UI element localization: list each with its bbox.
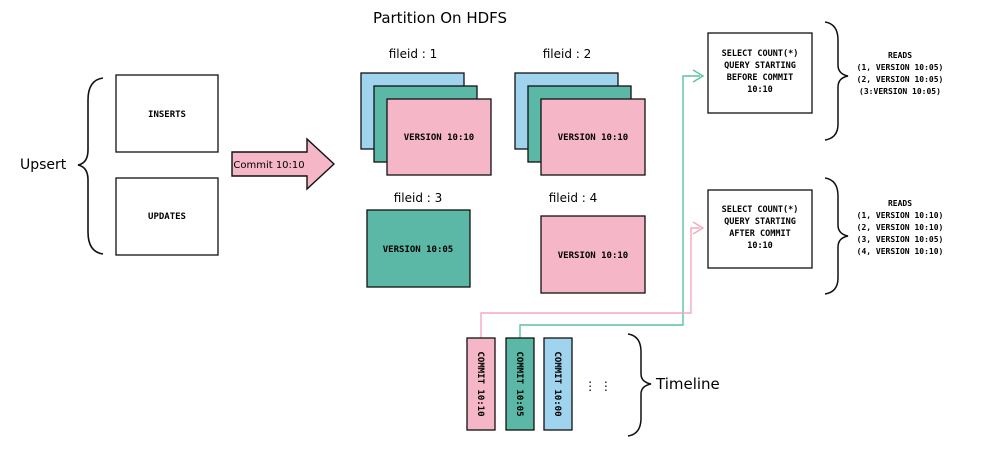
query-before-brace xyxy=(824,21,849,141)
query-before-line-2: QUERY STARTING xyxy=(724,61,796,71)
reads-before-item-1: (1, VERSION 10:05) xyxy=(857,63,944,72)
timeline-commit-10-10 xyxy=(466,337,496,431)
updates-label: UPDATES xyxy=(148,212,186,222)
reads-after-item-2: (2, VERSION 10:10) xyxy=(857,223,944,232)
upsert-label: Upsert xyxy=(20,157,67,173)
reads-after-title: READS xyxy=(888,199,912,208)
fileid-4-version-10-10 xyxy=(540,215,646,294)
teal-commit-connector xyxy=(519,75,700,338)
fileid-1-label: fileid : 1 xyxy=(389,47,438,61)
reads-before-title: READS xyxy=(888,51,912,60)
reads-after-item-4: (4, VERSION 10:10) xyxy=(857,247,944,256)
fileid-2-label: fileid : 2 xyxy=(543,47,592,61)
timeline-label: Timeline xyxy=(655,375,720,393)
query-before-line-3: BEFORE COMMIT xyxy=(727,73,794,83)
upsert-brace xyxy=(77,77,104,255)
reads-before-item-2: (2, VERSION 10:05) xyxy=(857,75,944,84)
timeline-commit-10-10-label: COMMIT 10:10 xyxy=(475,351,485,416)
commit-arrow xyxy=(231,137,336,191)
pink-commit-connector xyxy=(480,227,700,338)
timeline-commit-10-05 xyxy=(505,337,535,431)
reads-after-item-3: (3, VERSION 10:05) xyxy=(857,235,944,244)
timeline-commit-10-05-label: COMMIT 10:05 xyxy=(514,351,524,416)
reads-after-item-1: (1, VERSION 10:10) xyxy=(857,211,944,220)
commit-arrow-label: Commit 10:10 xyxy=(233,160,304,171)
query-before-line-4: 10:10 xyxy=(747,85,773,95)
inserts-box xyxy=(115,74,219,153)
fileid-2-version-10-10 xyxy=(540,98,646,176)
timeline-brace xyxy=(627,333,652,437)
partition-title: Partition On HDFS xyxy=(373,9,507,27)
query-after-line-3: AFTER COMMIT xyxy=(729,229,790,239)
fileid-4-version-label: VERSION 10:10 xyxy=(558,251,628,261)
updates-box xyxy=(115,177,219,256)
query-before-box xyxy=(707,32,813,114)
inserts-label: INSERTS xyxy=(148,110,186,120)
timeline-commit-10-00-label: COMMIT 10:00 xyxy=(552,351,562,416)
query-after-line-2: QUERY STARTING xyxy=(724,217,796,227)
fileid-3-label: fileid : 3 xyxy=(394,191,443,205)
fileid-3-version-10-05 xyxy=(366,209,471,288)
teal-connector-arrowhead xyxy=(692,69,705,83)
reads-before-item-3: (3:VERSION 10:05) xyxy=(859,87,941,96)
query-after-line-1: SELECT COUNT(*) xyxy=(722,205,799,215)
timeline-commit-10-00 xyxy=(543,337,573,431)
fileid-3-version-label: VERSION 10:05 xyxy=(383,245,453,255)
query-after-box xyxy=(707,189,813,269)
fileid-1-version-label: VERSION 10:10 xyxy=(404,133,474,143)
query-after-line-4: 10:10 xyxy=(747,241,773,251)
query-after-brace xyxy=(824,177,849,295)
timeline-ellipsis: ⋮ ⋮ xyxy=(584,379,612,393)
fileid-4-label: fileid : 4 xyxy=(549,191,598,205)
pink-connector-arrowhead xyxy=(692,221,705,235)
fileid-2-version-label: VERSION 10:10 xyxy=(558,133,628,143)
query-before-line-1: SELECT COUNT(*) xyxy=(722,49,799,59)
fileid-1-version-10-10 xyxy=(386,98,492,176)
